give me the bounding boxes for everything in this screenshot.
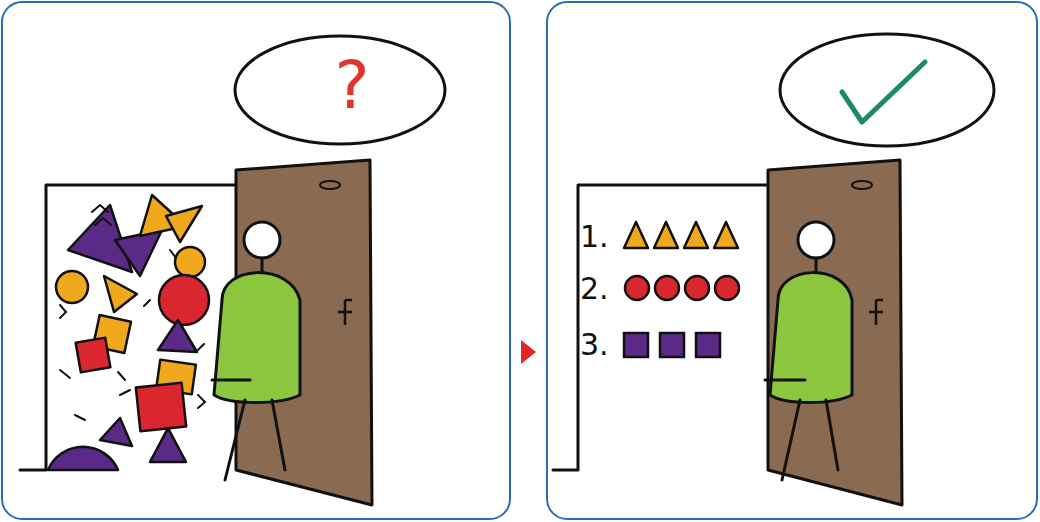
sorted-squares bbox=[624, 333, 648, 357]
thought-bubble bbox=[780, 34, 994, 146]
jumbled-shapes bbox=[158, 320, 197, 352]
sorted-squares bbox=[696, 333, 720, 357]
motion-marks bbox=[60, 305, 66, 318]
sorted-triangles bbox=[714, 222, 738, 248]
door bbox=[320, 181, 340, 189]
jumbled-shapes bbox=[48, 447, 118, 470]
sorted-circles bbox=[655, 276, 679, 300]
person bbox=[212, 379, 250, 382]
thought-bubble: ? bbox=[233, 34, 447, 146]
person bbox=[214, 273, 300, 403]
sorted-circles bbox=[715, 276, 739, 300]
bubble-outline bbox=[235, 36, 445, 144]
jumbled-shapes bbox=[150, 428, 186, 462]
next-arrow bbox=[521, 340, 536, 364]
motion-marks bbox=[60, 205, 205, 420]
sorted-squares bbox=[660, 333, 684, 357]
row-number: 3. bbox=[580, 330, 609, 360]
person bbox=[770, 273, 852, 403]
jumbled-shapes bbox=[175, 247, 205, 277]
jumbled-shapes bbox=[56, 271, 88, 303]
person bbox=[765, 222, 852, 480]
sorted-circles bbox=[625, 276, 649, 300]
person bbox=[815, 258, 818, 272]
motion-marks bbox=[144, 300, 150, 306]
jumbled-shapes bbox=[136, 383, 186, 432]
motion-marks bbox=[198, 344, 204, 350]
jumbled-shapes bbox=[159, 275, 209, 325]
jumbled-shapes bbox=[48, 195, 209, 470]
thought-bubble bbox=[780, 34, 994, 146]
sorted-triangles bbox=[624, 222, 648, 248]
motion-marks bbox=[198, 395, 205, 408]
motion-marks bbox=[120, 390, 130, 395]
motion-marks bbox=[118, 372, 125, 380]
motion-marks bbox=[60, 370, 70, 378]
sorted-triangles bbox=[684, 222, 708, 248]
row-number: 1. bbox=[580, 222, 609, 252]
cupboard bbox=[553, 185, 768, 470]
person bbox=[212, 222, 300, 480]
person bbox=[225, 400, 245, 480]
cupboard bbox=[20, 185, 236, 470]
door bbox=[768, 160, 902, 505]
person bbox=[272, 400, 285, 470]
door bbox=[869, 300, 883, 325]
person bbox=[782, 400, 800, 480]
row-number: 2. bbox=[580, 274, 609, 304]
motion-marks bbox=[170, 250, 176, 258]
jumbled-shapes bbox=[100, 418, 132, 446]
door bbox=[768, 160, 902, 505]
jumbled-shapes bbox=[166, 206, 202, 242]
door bbox=[338, 300, 352, 325]
jumbled-shapes bbox=[115, 230, 162, 276]
cupboard bbox=[20, 185, 236, 470]
question-mark: ? bbox=[334, 53, 369, 119]
sorted-triangles bbox=[624, 222, 738, 248]
thought-bubble bbox=[842, 62, 925, 122]
cupboard bbox=[553, 185, 768, 470]
person bbox=[826, 400, 838, 470]
jumbled-shapes bbox=[104, 276, 137, 312]
motion-marks bbox=[92, 205, 108, 212]
sorted-triangles bbox=[654, 222, 678, 248]
panel-frame bbox=[2, 2, 510, 519]
sorted-squares bbox=[624, 333, 720, 357]
motion-marks bbox=[75, 415, 85, 420]
motion-marks bbox=[95, 218, 111, 225]
sorted-circles bbox=[625, 276, 739, 300]
person bbox=[765, 379, 805, 382]
door bbox=[852, 181, 872, 189]
sorted-circles bbox=[685, 276, 709, 300]
person bbox=[244, 222, 280, 258]
person bbox=[798, 222, 834, 258]
person bbox=[261, 258, 264, 272]
jumbled-shapes bbox=[76, 338, 111, 373]
panel-frame bbox=[547, 2, 1037, 519]
